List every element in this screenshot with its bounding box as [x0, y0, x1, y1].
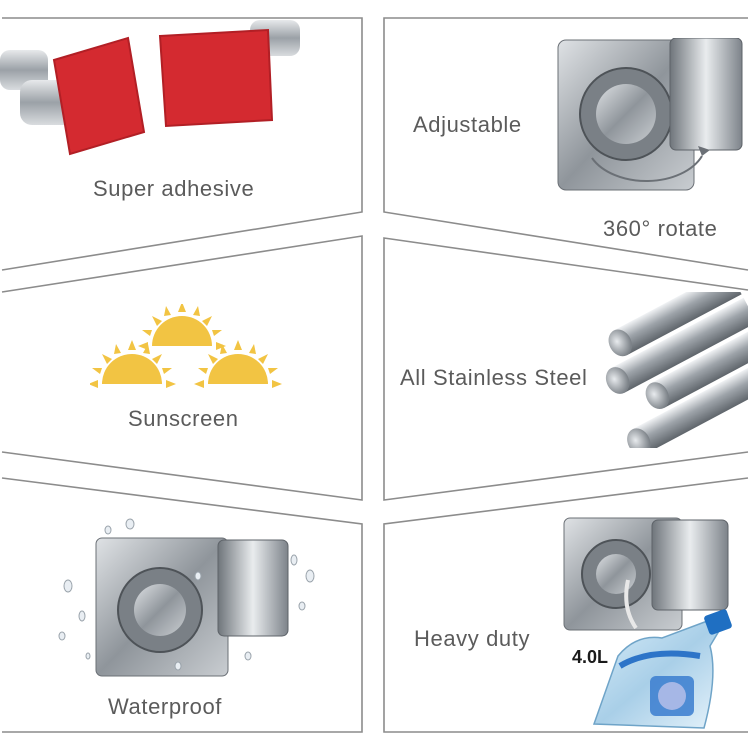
feature-label-waterproof: Waterproof — [108, 694, 223, 719]
panel-frame-waterproof — [1, 477, 363, 733]
steel-rods-icon — [605, 292, 748, 448]
waterproof-holder-icon — [58, 518, 315, 677]
panel-frame-steel — [383, 237, 749, 501]
feature-sublabel-rotate: 360° rotate — [603, 216, 718, 241]
panel-frame-adhesive — [1, 17, 363, 271]
feature-label-steel: All Stainless Steel — [400, 365, 588, 390]
feature-label-adhesive: Super adhesive — [93, 176, 255, 201]
adhesive-pads-icon — [0, 20, 300, 156]
capacity-label: 4.0L — [572, 647, 609, 667]
panel-frame-heavy — [383, 477, 749, 733]
heavy-duty-icon — [563, 517, 732, 729]
panel-frame-sunscreen — [1, 235, 363, 501]
sun-icons — [90, 304, 282, 388]
feature-label-heavy: Heavy duty — [414, 626, 531, 651]
feature-label-adjustable: Adjustable — [413, 112, 522, 137]
feature-label-sunscreen: Sunscreen — [128, 406, 239, 431]
rotating-holder-icon — [557, 38, 743, 191]
droplets — [58, 518, 315, 671]
panel-frame-adjustable — [383, 17, 749, 271]
